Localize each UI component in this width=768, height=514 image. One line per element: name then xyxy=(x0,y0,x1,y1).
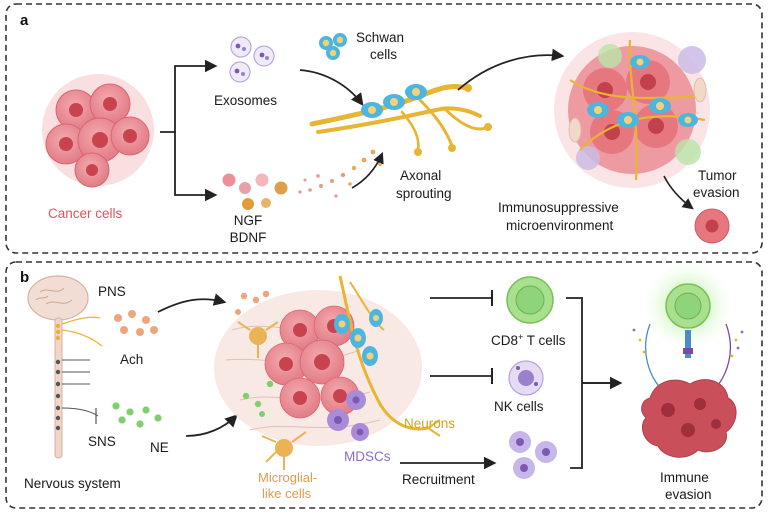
ne-label: NE xyxy=(150,440,169,455)
panel-b: b PNS Ach SNS NE Nervous system xyxy=(5,261,763,509)
cd8-label: CD8+ T cells xyxy=(491,332,566,348)
nervous-system-label: Nervous system xyxy=(24,476,121,491)
ne-dots-icon xyxy=(112,402,162,428)
bdnf-label: BDNF xyxy=(230,230,267,245)
tumor-microenvironment-icon xyxy=(214,275,441,470)
panel-a-label: a xyxy=(20,12,29,29)
arrow-to-ngf xyxy=(174,132,218,202)
panel-a-border xyxy=(5,3,763,254)
schwann-cells-icon xyxy=(319,33,347,60)
axonal-label-line1: Axonal xyxy=(400,168,441,183)
immune-evasion-icon xyxy=(632,262,744,458)
immune-evasion-line2: evasion xyxy=(665,487,712,502)
ngf-bdnf-icon xyxy=(222,173,288,210)
panel-b-label: b xyxy=(20,269,29,286)
schwan-label-line2: cells xyxy=(370,47,397,62)
recruitment-label: Recruitment xyxy=(402,472,475,487)
ach-dots-icon xyxy=(114,310,158,336)
secretion-dots xyxy=(298,149,382,198)
arrow-to-exosomes xyxy=(160,59,218,133)
nerve-axon-icon xyxy=(309,83,492,156)
escaped-tumor-cell-icon xyxy=(694,208,730,244)
cancer-cell-cluster xyxy=(42,74,154,188)
schwan-label-line1: Schwan xyxy=(356,30,404,45)
microglial-label-line1: Microglial- xyxy=(258,470,317,485)
panel-b-border xyxy=(5,261,763,509)
panel-a: a Cancer cells xyxy=(5,3,763,254)
nervous-system-icon xyxy=(27,275,103,459)
nk-cells-label: NK cells xyxy=(494,399,544,414)
exosomes-icon xyxy=(229,36,275,83)
immuno-label-line1: Immunosuppressive xyxy=(498,200,619,215)
sns-label: SNS xyxy=(88,434,116,449)
arrow-exosomes-to-nerve xyxy=(299,69,364,107)
arrow-to-microenvironment xyxy=(457,48,565,91)
tumor-evasion-line2: evasion xyxy=(693,185,740,200)
arrow-ach-to-tumor xyxy=(157,293,227,313)
recruited-mdscs-icon xyxy=(509,431,557,479)
pns-label: PNS xyxy=(98,284,126,299)
mdscs-label: MDSCs xyxy=(344,449,391,464)
arrow-ne-to-tumor xyxy=(185,414,238,437)
neurons-label: Neurons xyxy=(404,416,455,431)
arrow-to-axon xyxy=(351,151,384,189)
cd8-t-cell-icon xyxy=(506,276,554,324)
cancer-cells-label: Cancer cells xyxy=(48,206,123,221)
tumor-evasion-line1: Tumor xyxy=(698,168,737,183)
nk-cell-icon xyxy=(508,360,544,396)
arrow-to-tumor-evasion xyxy=(663,175,694,210)
ach-label: Ach xyxy=(120,352,143,367)
microglial-label-line2: like cells xyxy=(262,486,312,501)
ngf-label: NGF xyxy=(234,213,263,228)
immune-evasion-line1: Immune xyxy=(660,470,709,485)
exosomes-label: Exosomes xyxy=(214,93,277,108)
immuno-label-line2: microenvironment xyxy=(506,218,614,233)
axonal-label-line2: sprouting xyxy=(396,186,452,201)
immunosuppressive-tumor-icon xyxy=(554,32,710,188)
